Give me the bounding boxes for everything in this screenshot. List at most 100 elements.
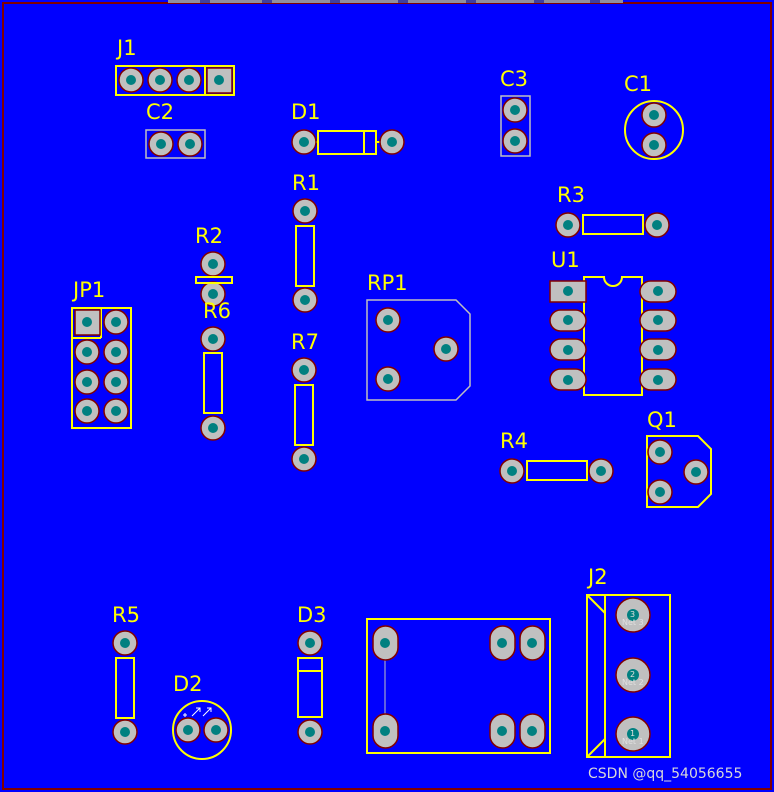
relay-outline — [366, 618, 551, 754]
designator-r6: R6 — [203, 299, 231, 323]
designator-r2: R2 — [195, 224, 223, 248]
component-d3[interactable]: D3 — [297, 603, 327, 745]
jp1-pad[interactable] — [103, 398, 129, 424]
c3-pad[interactable] — [502, 128, 528, 154]
d1-pad[interactable] — [379, 129, 405, 155]
component-r6[interactable]: R6 — [200, 299, 231, 441]
d3-pad[interactable] — [297, 630, 323, 656]
r1-pad[interactable] — [292, 287, 318, 313]
r4-pad[interactable] — [499, 458, 525, 484]
rp1-pad[interactable] — [433, 336, 459, 362]
j2-net-label: Net 2 — [622, 678, 644, 687]
j1-pad[interactable] — [147, 67, 173, 93]
component-c2[interactable]: C2 — [145, 100, 206, 159]
component-r7[interactable]: R7 — [291, 330, 319, 472]
relay-pad[interactable] — [372, 713, 399, 749]
j2-pad-2[interactable] — [615, 657, 651, 693]
u1-pad[interactable] — [639, 309, 677, 332]
u1-pad[interactable] — [549, 338, 587, 361]
j2-net-label: Net 3 — [622, 618, 644, 627]
r5-pad[interactable] — [112, 630, 138, 656]
component-d1[interactable]: D1 — [291, 100, 405, 155]
u1-pad[interactable] — [639, 280, 677, 303]
r7-pad[interactable] — [291, 357, 317, 383]
component-relay[interactable] — [366, 618, 551, 754]
relay-pad[interactable] — [372, 625, 399, 661]
top-edge-strip — [168, 0, 623, 3]
component-q1[interactable]: Q1 — [646, 408, 712, 508]
r7-pad[interactable] — [291, 446, 317, 472]
c1-pad[interactable] — [641, 102, 667, 128]
component-r1[interactable]: R1 — [292, 171, 320, 313]
designator-u1: U1 — [551, 248, 580, 272]
r1-pad[interactable] — [292, 198, 318, 224]
c2-pad[interactable] — [177, 131, 203, 157]
designator-j1: J1 — [115, 36, 137, 60]
jp1-pad[interactable] — [103, 369, 129, 395]
component-d2[interactable]: D2 — [172, 672, 232, 760]
relay-pad[interactable] — [519, 625, 546, 661]
jp1-pad[interactable] — [74, 339, 100, 365]
r6-body — [203, 352, 223, 414]
component-r5[interactable]: R5 — [112, 603, 140, 745]
relay-pad[interactable] — [489, 625, 516, 661]
component-r2[interactable]: R2 — [195, 224, 233, 307]
designator-d1: D1 — [291, 100, 321, 124]
u1-pad[interactable] — [639, 338, 677, 361]
c1-outline — [624, 100, 684, 160]
d3-pad[interactable] — [297, 719, 323, 745]
component-c3[interactable]: C3 — [500, 67, 531, 157]
d1-pad[interactable] — [291, 129, 317, 155]
rp1-pad[interactable] — [375, 307, 401, 333]
r6-pad[interactable] — [200, 326, 226, 352]
q1-pad[interactable] — [683, 459, 709, 485]
j2-net-label: Net 1 — [622, 737, 644, 746]
r2-pad[interactable] — [200, 281, 226, 307]
j2-pin-number: 2 — [630, 670, 635, 679]
j2-pad-3[interactable] — [615, 597, 651, 633]
jp1-pad[interactable] — [74, 369, 100, 395]
d2-pad[interactable] — [203, 717, 229, 743]
r3-pad[interactable] — [644, 212, 670, 238]
component-c1[interactable]: C1 — [624, 72, 684, 160]
jp1-pad-square[interactable] — [74, 309, 101, 336]
component-r4[interactable]: R4 — [499, 429, 614, 484]
j1-pad-square[interactable] — [206, 67, 233, 94]
component-u1[interactable]: U1 — [549, 248, 677, 396]
c2-pad[interactable] — [148, 131, 174, 157]
u1-body — [583, 276, 643, 396]
component-j1[interactable]: J1 — [115, 36, 235, 96]
jp1-pad[interactable] — [103, 309, 129, 335]
u1-pad[interactable] — [549, 309, 587, 332]
rp1-pad[interactable] — [375, 366, 401, 392]
r3-body — [582, 214, 644, 235]
relay-pad[interactable] — [489, 713, 516, 749]
jp1-pad[interactable] — [74, 398, 100, 424]
u1-pad[interactable] — [639, 368, 677, 391]
j2-pad-1[interactable] — [615, 716, 651, 752]
r7-body — [294, 384, 314, 446]
d2-pad[interactable] — [175, 717, 201, 743]
j1-pad[interactable] — [118, 67, 144, 93]
u1-pad[interactable] — [549, 368, 587, 391]
j2-outline — [586, 594, 671, 758]
q1-pad[interactable] — [647, 439, 673, 465]
r1-body — [295, 225, 315, 287]
q1-pad[interactable] — [647, 479, 673, 505]
designator-d3: D3 — [297, 603, 327, 627]
r6-pad[interactable] — [200, 415, 226, 441]
r2-pad[interactable] — [200, 251, 226, 277]
c3-pad[interactable] — [502, 97, 528, 123]
component-rp1[interactable]: RP1 — [366, 271, 471, 401]
r3-pad[interactable] — [555, 212, 581, 238]
r5-pad[interactable] — [112, 719, 138, 745]
r4-pad[interactable] — [588, 458, 614, 484]
component-jp1[interactable]: JP1 — [71, 278, 132, 429]
c1-pad[interactable] — [641, 132, 667, 158]
component-j2[interactable]: 3 Net 3 2 Net 2 1 Net 1 J2 — [586, 565, 671, 758]
jp1-pad[interactable] — [103, 339, 129, 365]
component-r3[interactable]: R3 — [555, 183, 670, 238]
u1-pad-square[interactable] — [549, 280, 587, 303]
relay-pad[interactable] — [519, 713, 546, 749]
j1-pad[interactable] — [176, 67, 202, 93]
